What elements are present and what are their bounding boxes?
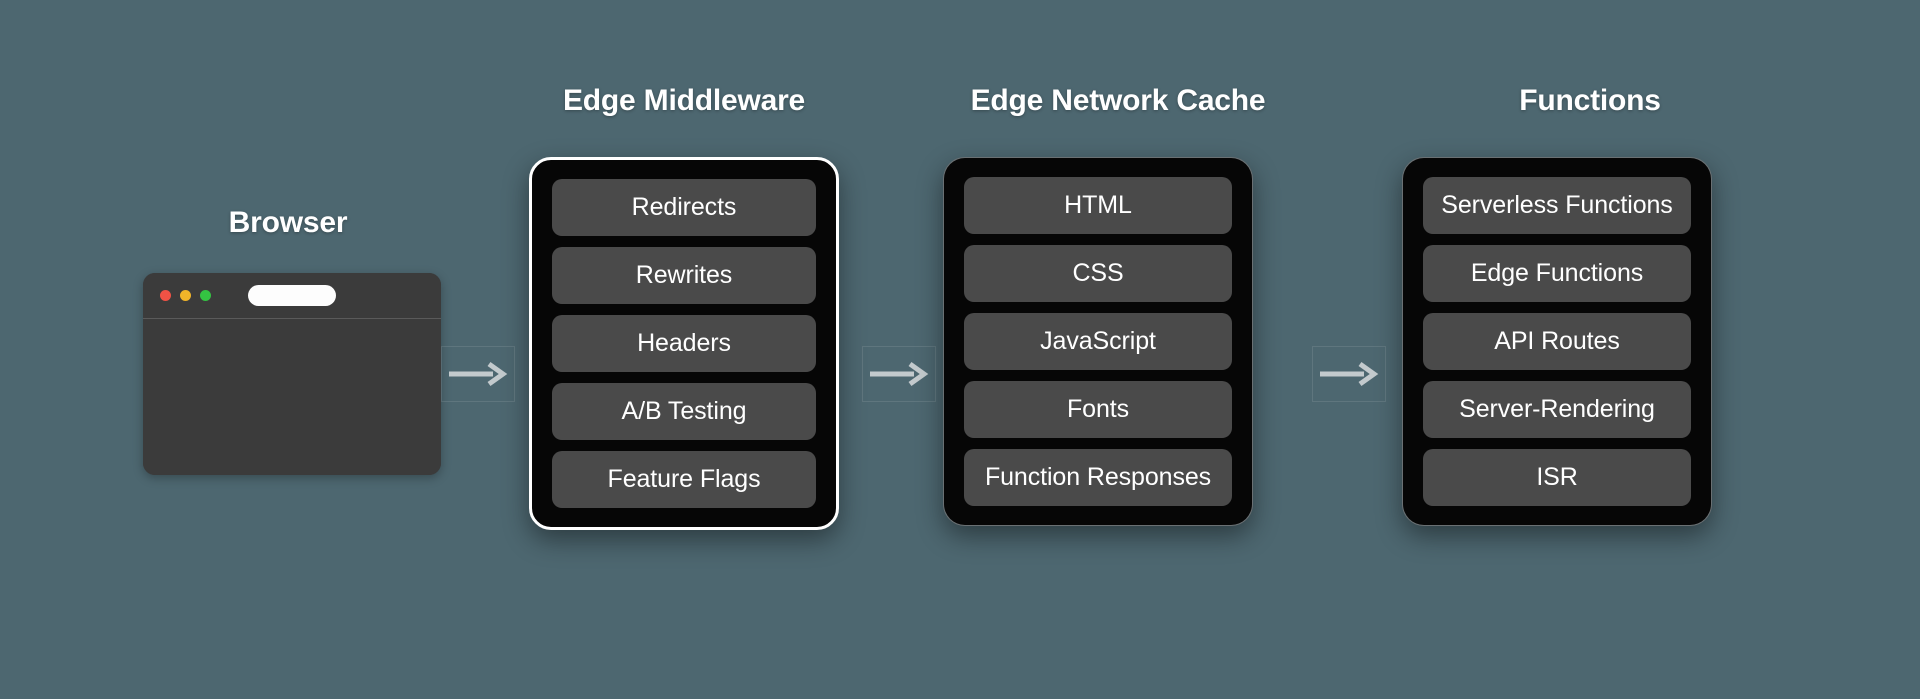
panel-edge-network-cache[interactable]: HTML CSS JavaScript Fonts Function Respo… [943, 157, 1253, 526]
pill-css[interactable]: CSS [964, 245, 1232, 302]
edge-network-cache-title: Edge Network Cache [970, 84, 1266, 117]
pill-api-routes[interactable]: API Routes [1423, 313, 1691, 370]
browser-title: Browser [228, 206, 348, 239]
pill-html[interactable]: HTML [964, 177, 1232, 234]
panel-edge-middleware[interactable]: Redirects Rewrites Headers A/B Testing F… [529, 157, 839, 530]
browser-url-bar[interactable] [248, 285, 336, 306]
pill-redirects[interactable]: Redirects [552, 179, 816, 236]
pill-rewrites[interactable]: Rewrites [552, 247, 816, 304]
minimize-dot-icon [180, 290, 191, 301]
edge-middleware-title: Edge Middleware [562, 84, 806, 117]
traffic-lights [160, 290, 211, 301]
pill-function-responses[interactable]: Function Responses [964, 449, 1232, 506]
pill-isr[interactable]: ISR [1423, 449, 1691, 506]
arrow-middleware-to-cache [862, 346, 936, 402]
pill-fonts[interactable]: Fonts [964, 381, 1232, 438]
pill-headers[interactable]: Headers [552, 315, 816, 372]
functions-title: Functions [1519, 84, 1661, 117]
browser-viewport [143, 319, 441, 475]
panel-functions[interactable]: Serverless Functions Edge Functions API … [1402, 157, 1712, 526]
pill-javascript[interactable]: JavaScript [964, 313, 1232, 370]
pill-edge-functions[interactable]: Edge Functions [1423, 245, 1691, 302]
arrow-browser-to-middleware [441, 346, 515, 402]
browser-chrome [143, 273, 441, 319]
pill-ab-testing[interactable]: A/B Testing [552, 383, 816, 440]
pill-feature-flags[interactable]: Feature Flags [552, 451, 816, 508]
arrow-cache-to-functions [1312, 346, 1386, 402]
pill-server-rendering[interactable]: Server-Rendering [1423, 381, 1691, 438]
pill-serverless-functions[interactable]: Serverless Functions [1423, 177, 1691, 234]
browser-window [143, 273, 441, 475]
maximize-dot-icon [200, 290, 211, 301]
close-dot-icon [160, 290, 171, 301]
